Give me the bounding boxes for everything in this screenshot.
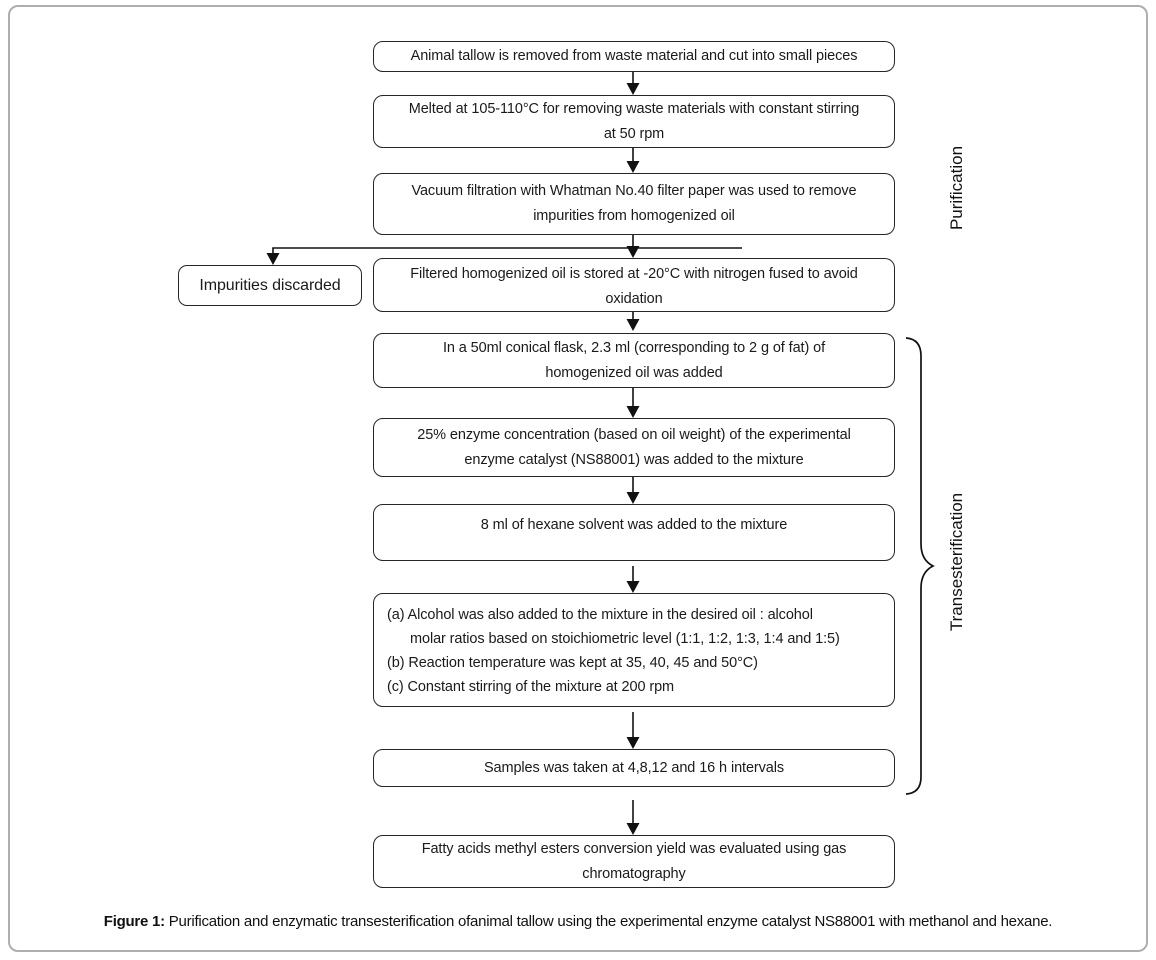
process-step-box-9: Samples was taken at 4,8,12 and 16 h int… <box>373 749 895 787</box>
step-text: Impurities discarded <box>199 277 341 294</box>
figure-caption-label: Figure 1: <box>103 913 165 930</box>
step-text: (a) Alcohol was also added to the mixtur… <box>387 607 813 623</box>
step-text: Fatty acids methyl esters conversion yie… <box>421 840 847 857</box>
transesterification-section-label: Transesterification <box>947 492 966 632</box>
step-text: 8 ml of hexane solvent was added to the … <box>480 517 788 533</box>
purification-section-label: Purification <box>947 145 966 231</box>
figure-frame <box>8 5 1148 952</box>
process-step-box-5: In a 50ml conical flask, 2.3 ml (corresp… <box>373 333 895 388</box>
process-step-box-3: Vacuum filtration with Whatman No.40 fil… <box>373 173 895 235</box>
step-text: homogenized oil was added <box>545 364 723 381</box>
step-text: Filtered homogenized oil is stored at -2… <box>410 266 858 282</box>
step-text: oxidation <box>605 291 663 307</box>
step-text: enzyme catalyst (NS88001) was added to t… <box>464 451 804 468</box>
step-text: impurities from homogenized oil <box>533 208 735 224</box>
process-step-box-10: Fatty acids methyl esters conversion yie… <box>373 835 895 888</box>
process-step-box-1: Animal tallow is removed from waste mate… <box>373 41 895 72</box>
step-text: at 50 rpm <box>603 125 665 142</box>
impurities-discarded-box: Impurities discarded <box>178 265 362 306</box>
figure-caption: Figure 1: Purification and enzymatic tra… <box>0 913 1156 930</box>
step-text: Samples was taken at 4,8,12 and 16 h int… <box>483 759 785 776</box>
step-text: Animal tallow is removed from waste mate… <box>410 48 858 64</box>
process-step-box-8: (a) Alcohol was also added to the mixtur… <box>373 593 895 707</box>
process-step-box-2: Melted at 105-110°C for removing waste m… <box>373 95 895 148</box>
process-step-box-7: 8 ml of hexane solvent was added to the … <box>373 504 895 561</box>
step-text: 25% enzyme concentration (based on oil w… <box>417 426 851 443</box>
step-text: Vacuum filtration with Whatman No.40 fil… <box>411 183 857 199</box>
process-step-box-6: 25% enzyme concentration (based on oil w… <box>373 418 895 477</box>
process-step-box-4: Filtered homogenized oil is stored at -2… <box>373 258 895 312</box>
step-text: (c) Constant stirring of the mixture at … <box>387 679 675 695</box>
step-text: In a 50ml conical flask, 2.3 ml (corresp… <box>442 339 826 356</box>
step-text: Melted at 105-110°C for removing waste m… <box>408 100 860 117</box>
step-text: (b) Reaction temperature was kept at 35,… <box>387 655 758 671</box>
figure-caption-text: Purification and enzymatic transesterifi… <box>164 913 1053 930</box>
step-text: molar ratios based on stoichiometric lev… <box>410 631 840 647</box>
step-text: chromatography <box>582 865 686 882</box>
